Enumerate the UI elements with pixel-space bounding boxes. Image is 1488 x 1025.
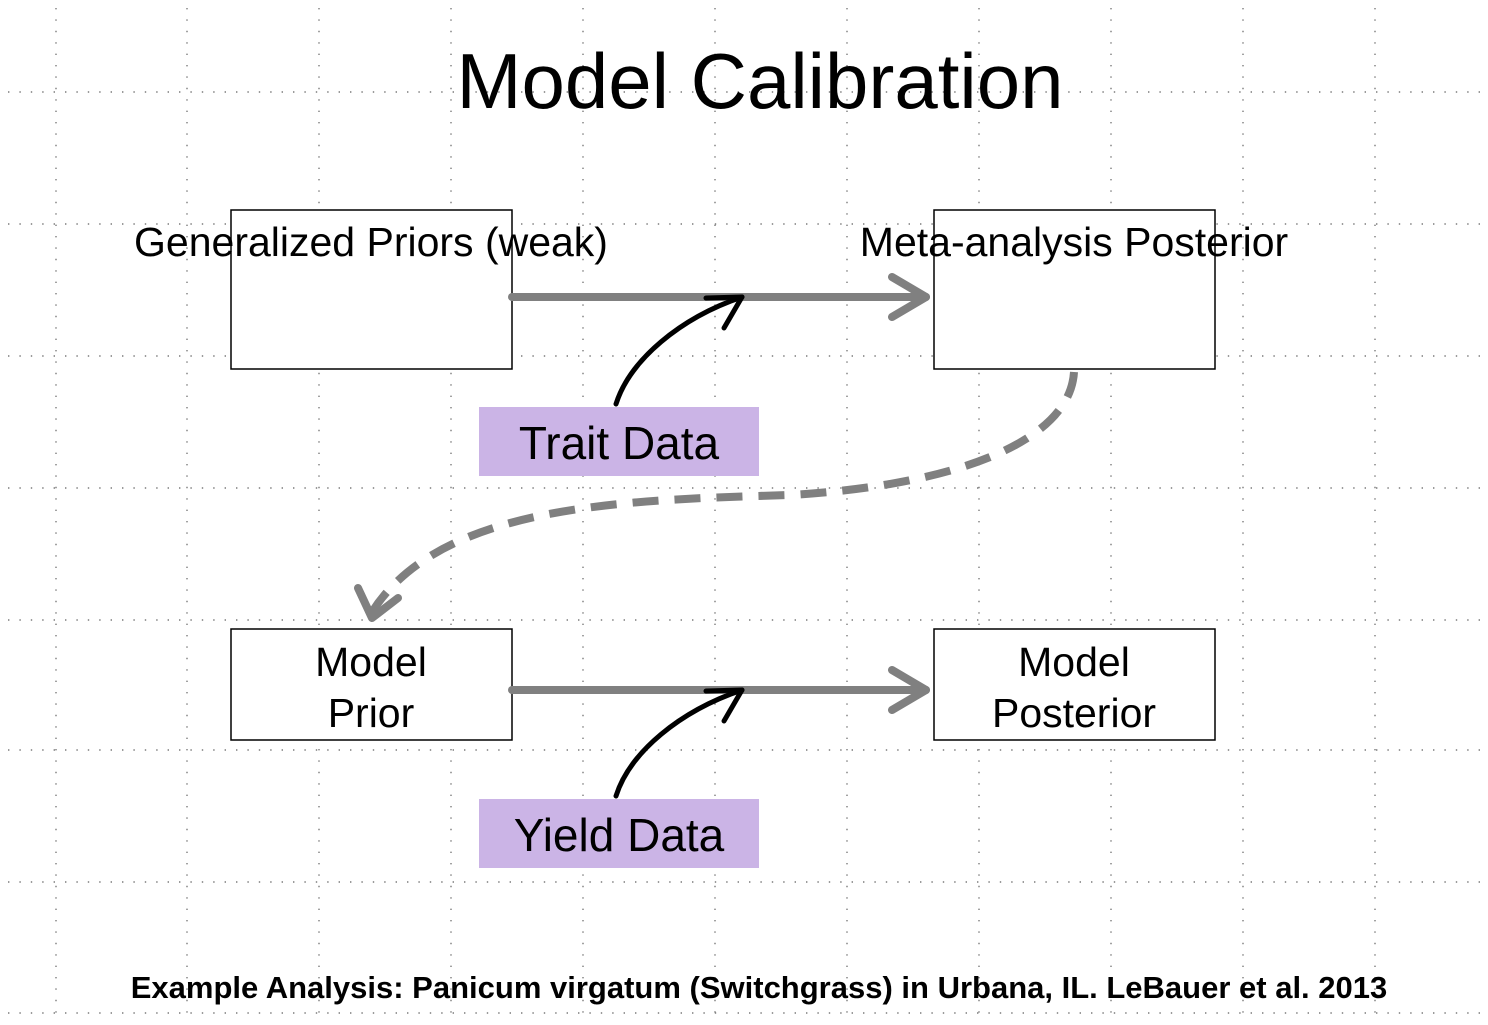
trait-data-arrow	[613, 294, 745, 407]
model-prior-label-line1: Model	[315, 639, 427, 685]
flow-arrow-bottom-head	[888, 666, 930, 714]
model-prior-label-line2: Prior	[328, 690, 415, 736]
yield-data-label: Yield Data	[514, 809, 725, 861]
yield-data-arrow-head	[703, 687, 745, 724]
dashed-arrow-head	[354, 584, 402, 622]
trait-data-label: Trait Data	[519, 417, 720, 469]
model-prior-box	[230, 628, 513, 741]
dashed-arrow	[354, 371, 1078, 622]
model-posterior-label-line1: Model	[1018, 639, 1130, 685]
trait-data-arrow-head	[703, 294, 745, 331]
dashed-arrow-curve	[368, 371, 1078, 615]
generalized-priors-box	[230, 209, 513, 370]
yield-data-arrow	[613, 687, 745, 799]
yield-data-arrow-curve	[613, 687, 745, 799]
trait-data-box	[479, 407, 759, 476]
footer-citation: Example Analysis: Panicum virgatum (Swit…	[131, 970, 1388, 1005]
meta-analysis-posterior-box	[933, 209, 1216, 370]
model-posterior-label-line2: Posterior	[992, 690, 1156, 736]
generalized-priors-label: Generalized Priors (weak)	[134, 219, 608, 265]
model-posterior-box	[933, 628, 1216, 741]
yield-data-box	[479, 799, 759, 868]
meta-analysis-posterior-label: Meta-analysis Posterior	[860, 219, 1288, 265]
trait-data-arrow-curve	[613, 294, 745, 407]
page-title: Model Calibration	[457, 37, 1064, 125]
flow-arrow-top-head	[888, 273, 930, 321]
